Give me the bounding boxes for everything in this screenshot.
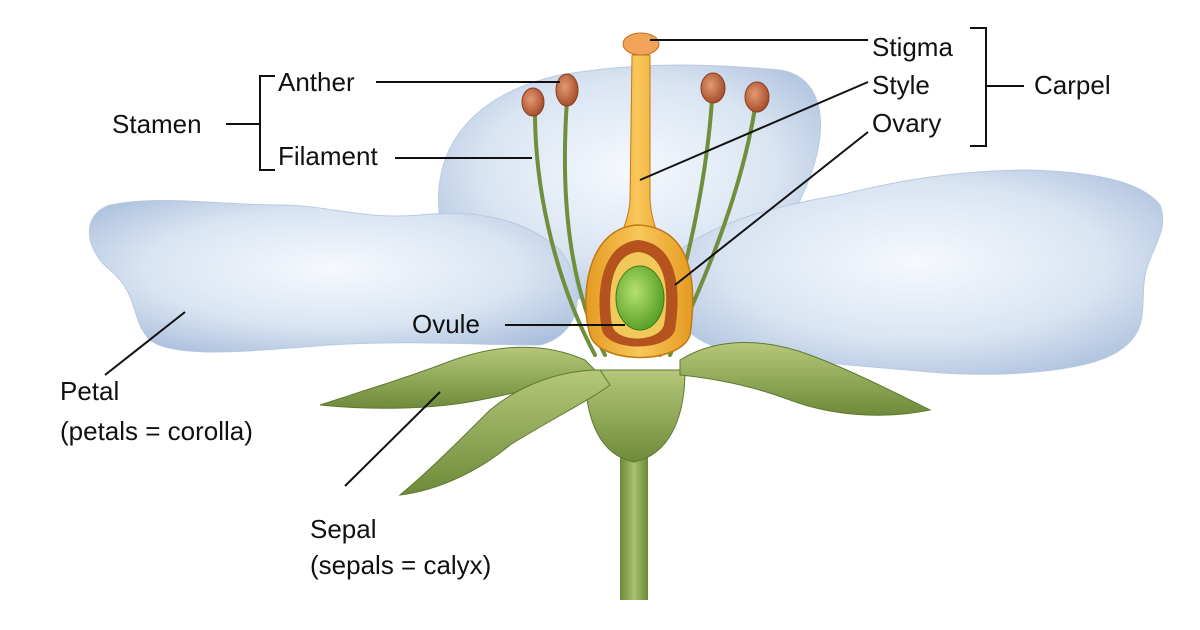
ovule (615, 265, 665, 331)
sepal-left-lower (398, 369, 611, 496)
leader-lines (104, 27, 1024, 487)
anthers (521, 72, 770, 117)
left-petal (88, 200, 578, 353)
stigma-label: Stigma (872, 32, 953, 62)
sepal-note: (sepals = calyx) (310, 550, 492, 580)
ovule-label: Ovule (412, 309, 480, 339)
anther-label: Anther (278, 67, 355, 97)
filament-label: Filament (278, 141, 378, 171)
petal-note: (petals = corolla) (60, 416, 253, 446)
style-label: Style (872, 70, 930, 100)
carpel-label: Carpel (1034, 70, 1111, 100)
sepal-right (679, 342, 932, 416)
sepal-label: Sepal (310, 514, 377, 544)
stem (620, 420, 648, 600)
ovary-label: Ovary (872, 108, 942, 138)
stigma (622, 32, 660, 56)
stamen-label: Stamen (112, 109, 202, 139)
petal-label: Petal (60, 376, 120, 406)
receptacle (584, 369, 686, 463)
